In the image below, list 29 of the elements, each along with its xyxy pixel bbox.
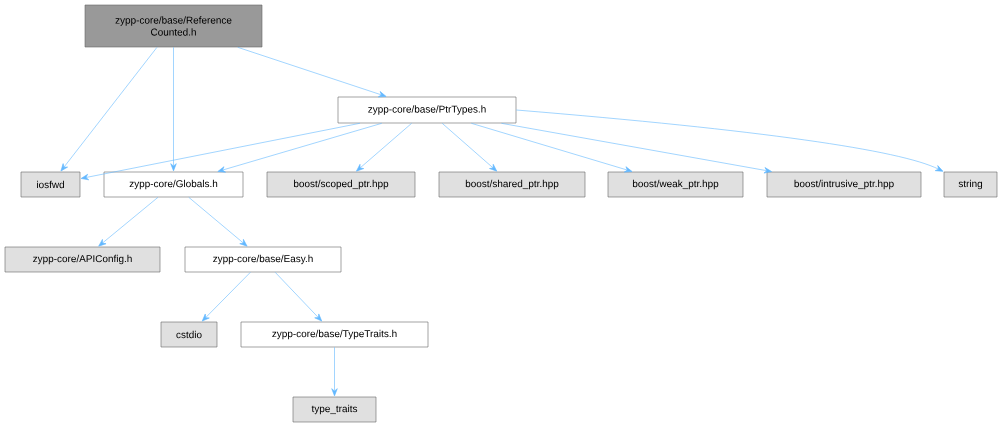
arrow [356, 123, 412, 172]
arrow [516, 109, 944, 172]
external-header-box: cstdio [160, 321, 218, 348]
arrow [98, 197, 159, 247]
header-file-box: zypp-core/base/Easy.h [184, 246, 342, 273]
arrow [60, 47, 158, 172]
header-file-box: zypp-core/base/PtrTypes.h [337, 96, 517, 124]
arrow [237, 47, 387, 98]
arrow [170, 47, 177, 172]
external-header-box: string [943, 171, 998, 198]
external-header-box: boost/scoped_ptr.hpp [266, 171, 416, 198]
external-header-box: zypp-core/APIConfig.h [4, 246, 161, 273]
arrow [471, 123, 633, 173]
arrow [501, 123, 772, 174]
arrow [188, 197, 248, 247]
external-header-box: type_traits [292, 396, 377, 423]
arrow [441, 123, 498, 172]
header-file-box: zypp-core/Globals.h [103, 171, 244, 198]
arrow [274, 272, 323, 322]
header-file-box: zypp-core/base/TypeTraits.h [240, 321, 429, 348]
external-header-box: iosfwd [20, 171, 81, 198]
external-header-box: boost/intrusive_ptr.hpp [766, 171, 922, 198]
arrow [217, 123, 383, 173]
external-header-box: boost/shared_ptr.hpp [438, 171, 586, 198]
external-header-box: boost/weak_ptr.hpp [607, 171, 744, 198]
arrow [331, 347, 338, 397]
arrow [80, 123, 361, 181]
header-file-box: zypp-core/base/Reference Counted.h [84, 4, 263, 48]
arrow [201, 272, 251, 322]
